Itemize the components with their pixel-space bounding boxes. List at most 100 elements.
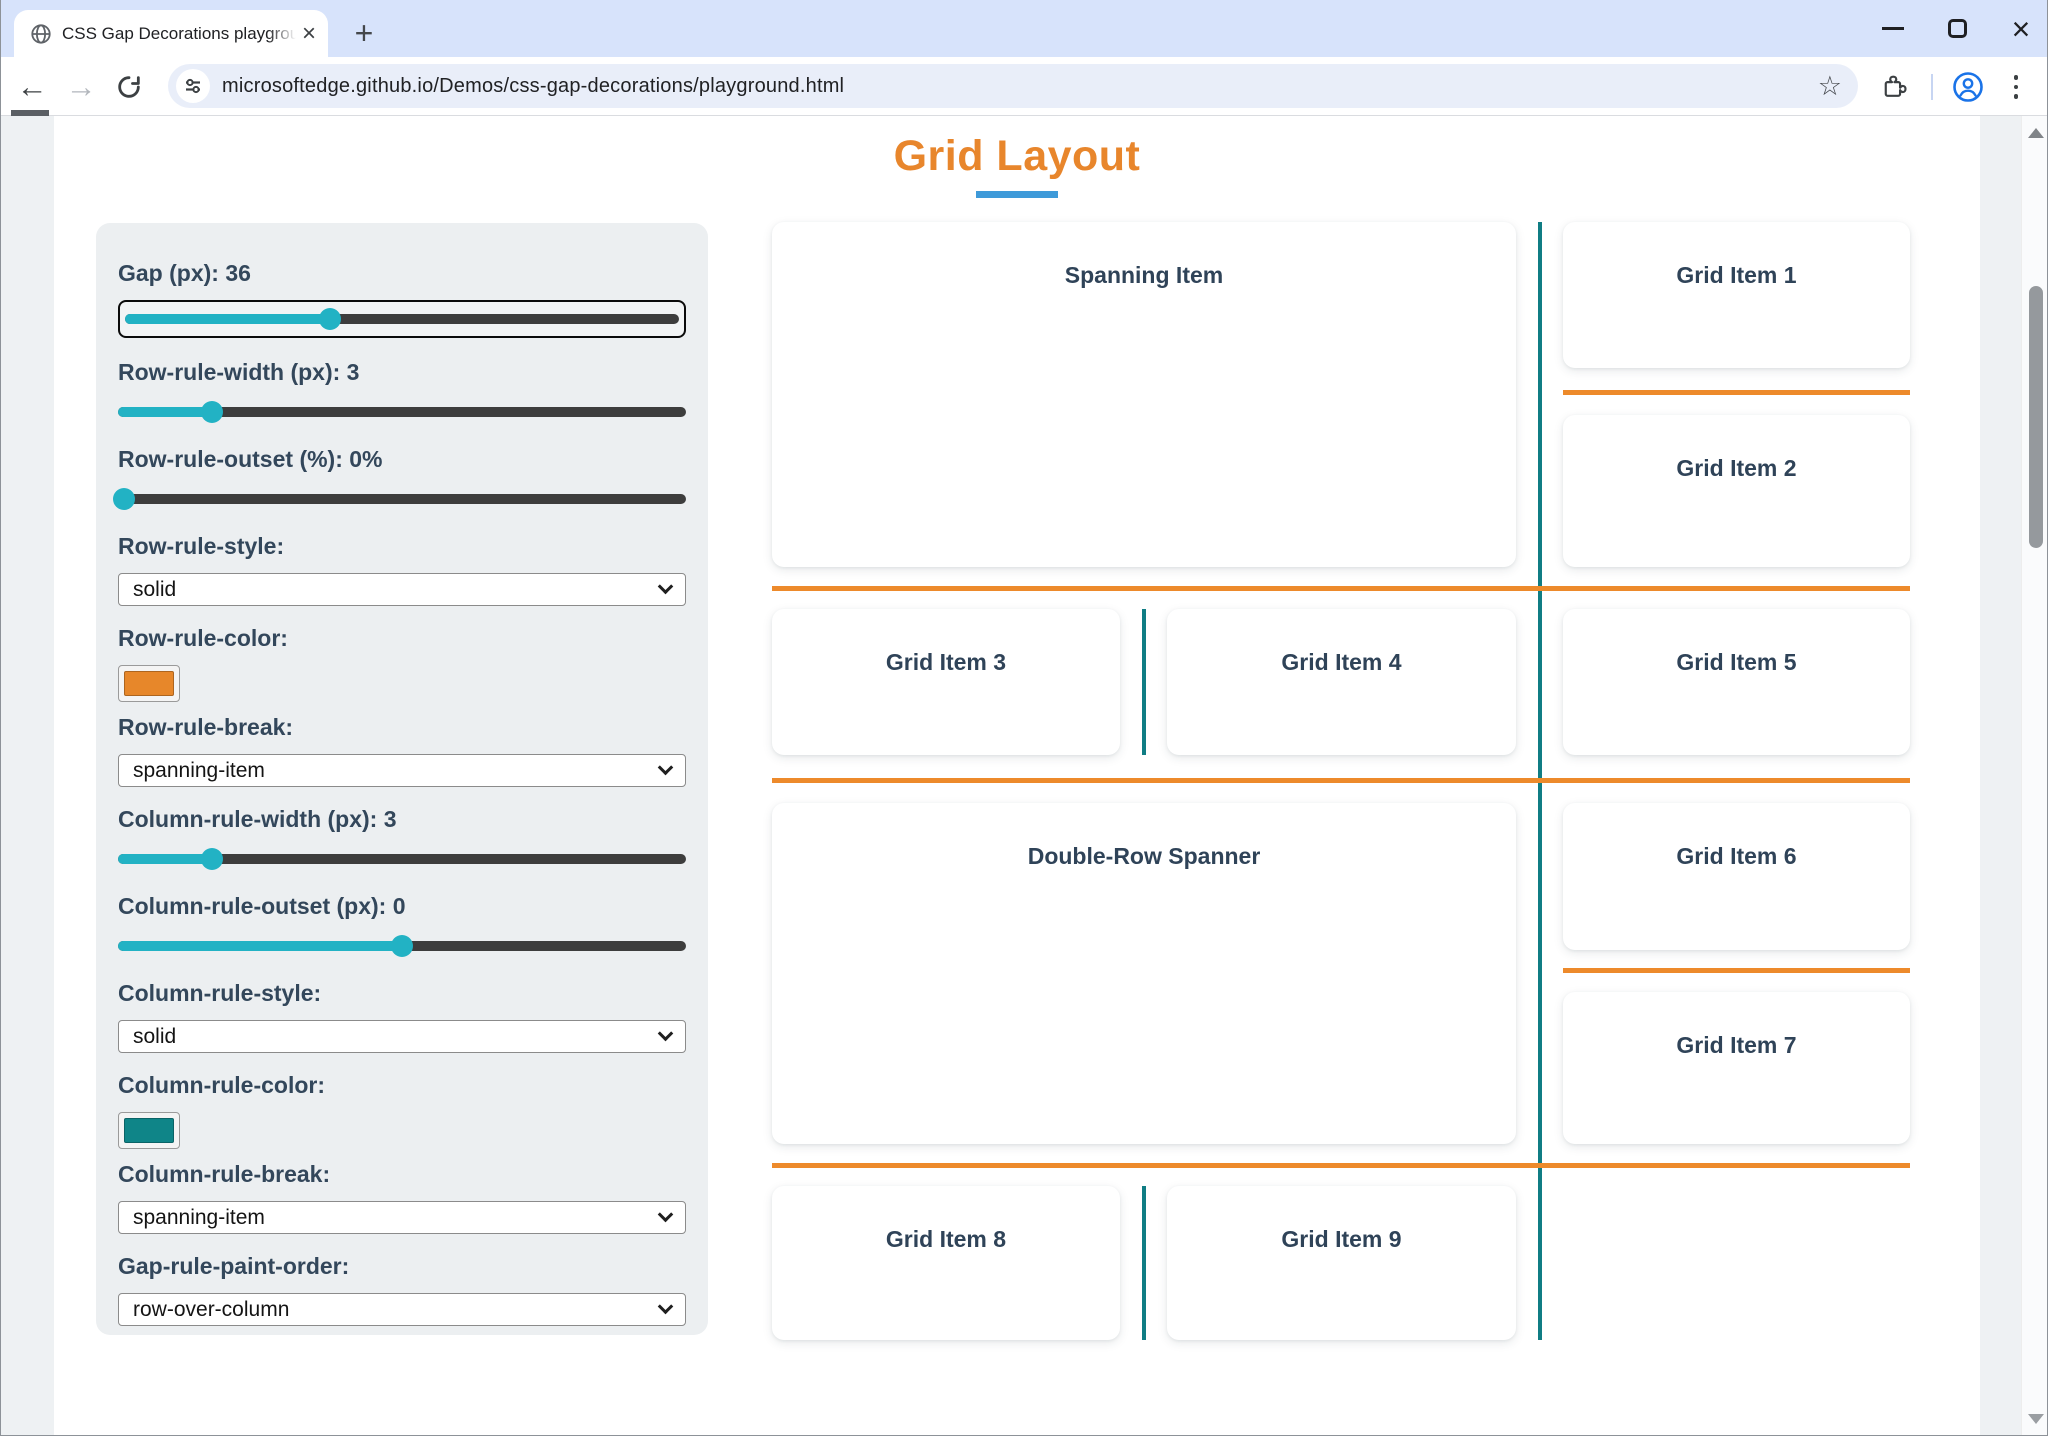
grid-double-row-spanner: Double-Row Spanner bbox=[772, 803, 1516, 1144]
scroll-up-arrow-icon[interactable] bbox=[2028, 128, 2044, 138]
grid-item-8: Grid Item 8 bbox=[772, 1186, 1120, 1340]
grid-item-5: Grid Item 5 bbox=[1563, 609, 1910, 755]
row-rule-break-control: Row-rule-break: spanning-item bbox=[118, 714, 686, 787]
chevron-down-icon bbox=[657, 1206, 674, 1223]
slider-thumb[interactable] bbox=[318, 308, 341, 330]
title-underline bbox=[976, 191, 1058, 198]
selected-value: solid bbox=[133, 1024, 177, 1048]
profile-button[interactable] bbox=[1946, 57, 1990, 116]
puzzle-icon bbox=[1884, 75, 1907, 97]
chevron-down-icon bbox=[657, 578, 674, 595]
gap-rule-paint-order-select[interactable]: row-over-column bbox=[118, 1293, 686, 1326]
column-rule-width-label: Column-rule-width (px): 3 bbox=[118, 806, 397, 832]
selected-value: row-over-column bbox=[133, 1297, 290, 1321]
grid-spanning-item: Spanning Item bbox=[772, 222, 1516, 567]
gap-rule-paint-order-control: Gap-rule-paint-order: row-over-column bbox=[118, 1253, 686, 1326]
row-rule-break-label: Row-rule-break: bbox=[118, 714, 294, 740]
row-rule-width-slider[interactable] bbox=[118, 399, 686, 425]
window-controls: × bbox=[1879, 0, 2035, 57]
address-bar[interactable]: microsoftedge.github.io/Demos/css-gap-de… bbox=[168, 64, 1858, 108]
browser-menu-button[interactable] bbox=[2009, 71, 2023, 103]
selected-value: solid bbox=[133, 577, 177, 601]
controls-panel: Gap (px): 36 Row-rule-width (px): 3 bbox=[96, 223, 708, 1335]
row-rule-col3-b bbox=[1563, 968, 1910, 973]
grid-item-4: Grid Item 4 bbox=[1167, 609, 1516, 755]
column-rule-color-picker[interactable] bbox=[118, 1112, 180, 1149]
reload-button[interactable] bbox=[107, 57, 151, 116]
scrollbar-thumb[interactable] bbox=[2029, 286, 2043, 548]
row-rule-full-a bbox=[772, 586, 1910, 591]
tab-close-icon[interactable]: × bbox=[301, 19, 316, 47]
row-rule-width-label: Row-rule-width (px): 3 bbox=[118, 359, 360, 385]
scroll-down-arrow-icon[interactable] bbox=[2028, 1414, 2044, 1424]
browser-toolbar: ← → microsoftedge.github.io/Demos/css-ga… bbox=[1, 57, 2047, 116]
new-tab-button[interactable]: + bbox=[354, 14, 374, 51]
row-rule-style-select[interactable]: solid bbox=[118, 573, 686, 606]
maximize-icon bbox=[1947, 19, 1967, 38]
row-rule-outset-label: Row-rule-outset (%): 0% bbox=[118, 446, 383, 472]
slider-thumb[interactable] bbox=[112, 488, 135, 510]
back-button[interactable]: ← bbox=[16, 68, 48, 104]
column-rule-style-label: Column-rule-style: bbox=[118, 980, 322, 1006]
grid-item-7: Grid Item 7 bbox=[1563, 992, 1910, 1144]
row-rule-full-c bbox=[772, 1163, 1910, 1168]
grid-item-1: Grid Item 1 bbox=[1563, 222, 1910, 368]
column-rule-outset-slider[interactable] bbox=[118, 933, 686, 959]
tab-strip: CSS Gap Decorations playgroun × + × bbox=[1, 0, 2047, 57]
extensions-button[interactable] bbox=[1872, 57, 1916, 116]
forward-button[interactable]: → bbox=[65, 68, 97, 104]
row-rule-break-select[interactable]: spanning-item bbox=[118, 754, 686, 787]
column-rule-break-control: Column-rule-break: spanning-item bbox=[118, 1161, 686, 1234]
row-rule-outset-control: Row-rule-outset (%): 0% bbox=[112, 446, 686, 512]
row-rule-outset-slider[interactable] bbox=[112, 486, 686, 512]
gap-slider-focus-ring bbox=[118, 300, 686, 338]
color-swatch bbox=[124, 1118, 174, 1143]
grid-item-9: Grid Item 9 bbox=[1167, 1186, 1516, 1340]
column-rule-outset-label: Column-rule-outset (px): 0 bbox=[118, 893, 406, 919]
column-rule-outset-control: Column-rule-outset (px): 0 bbox=[118, 893, 686, 959]
bookmark-star-icon[interactable]: ☆ bbox=[1817, 70, 1842, 101]
column-rule-color-label: Column-rule-color: bbox=[118, 1072, 325, 1098]
row-rule-color-picker[interactable] bbox=[118, 665, 180, 702]
column-rule-row6 bbox=[1142, 1186, 1146, 1340]
row-rule-color-control: Row-rule-color: bbox=[118, 625, 686, 702]
minimize-button[interactable] bbox=[1879, 15, 1907, 43]
reload-icon bbox=[118, 75, 140, 98]
column-rule-row3 bbox=[1142, 609, 1146, 755]
page-title: Grid Layout bbox=[893, 132, 1141, 180]
tab-title: CSS Gap Decorations playgroun bbox=[62, 23, 296, 44]
close-window-button[interactable]: × bbox=[2007, 13, 2035, 45]
slider-thumb[interactable] bbox=[200, 848, 223, 870]
column-rule-break-select[interactable]: spanning-item bbox=[118, 1201, 686, 1234]
gap-rule-paint-order-label: Gap-rule-paint-order: bbox=[118, 1253, 350, 1279]
grid-item-6: Grid Item 6 bbox=[1563, 803, 1910, 950]
status-bubble bbox=[11, 110, 49, 119]
color-swatch bbox=[124, 671, 174, 696]
globe-favicon-icon bbox=[31, 23, 51, 44]
slider-thumb[interactable] bbox=[200, 401, 223, 423]
column-rule-width-slider[interactable] bbox=[118, 846, 686, 872]
gap-slider[interactable] bbox=[125, 306, 679, 332]
chevron-down-icon bbox=[657, 1025, 674, 1042]
slider-thumb[interactable] bbox=[391, 935, 413, 957]
selected-value: spanning-item bbox=[133, 1205, 265, 1229]
maximize-button[interactable] bbox=[1943, 15, 1971, 43]
browser-tab[interactable]: CSS Gap Decorations playgroun × bbox=[14, 10, 328, 57]
row-rule-color-label: Row-rule-color: bbox=[118, 625, 288, 651]
row-rule-style-label: Row-rule-style: bbox=[118, 533, 285, 559]
profile-avatar-icon bbox=[1953, 71, 1983, 102]
site-info-button[interactable] bbox=[176, 69, 210, 103]
page-background: Grid Layout Gap (px): 36 Row-rule-width … bbox=[1, 116, 2047, 1435]
row-rule-full-b bbox=[772, 778, 1910, 783]
gap-control: Gap (px): 36 bbox=[118, 260, 686, 338]
site-settings-icon bbox=[186, 78, 200, 94]
selected-value: spanning-item bbox=[133, 758, 265, 782]
page-scrollbar[interactable] bbox=[2021, 116, 2047, 1435]
row-rule-style-control: Row-rule-style: solid bbox=[118, 533, 686, 606]
row-rule-width-control: Row-rule-width (px): 3 bbox=[118, 359, 686, 425]
grid-item-2: Grid Item 2 bbox=[1563, 415, 1910, 567]
chevron-down-icon bbox=[657, 1298, 674, 1315]
url-text[interactable]: microsoftedge.github.io/Demos/css-gap-de… bbox=[222, 74, 845, 97]
column-rule-style-select[interactable]: solid bbox=[118, 1020, 686, 1053]
